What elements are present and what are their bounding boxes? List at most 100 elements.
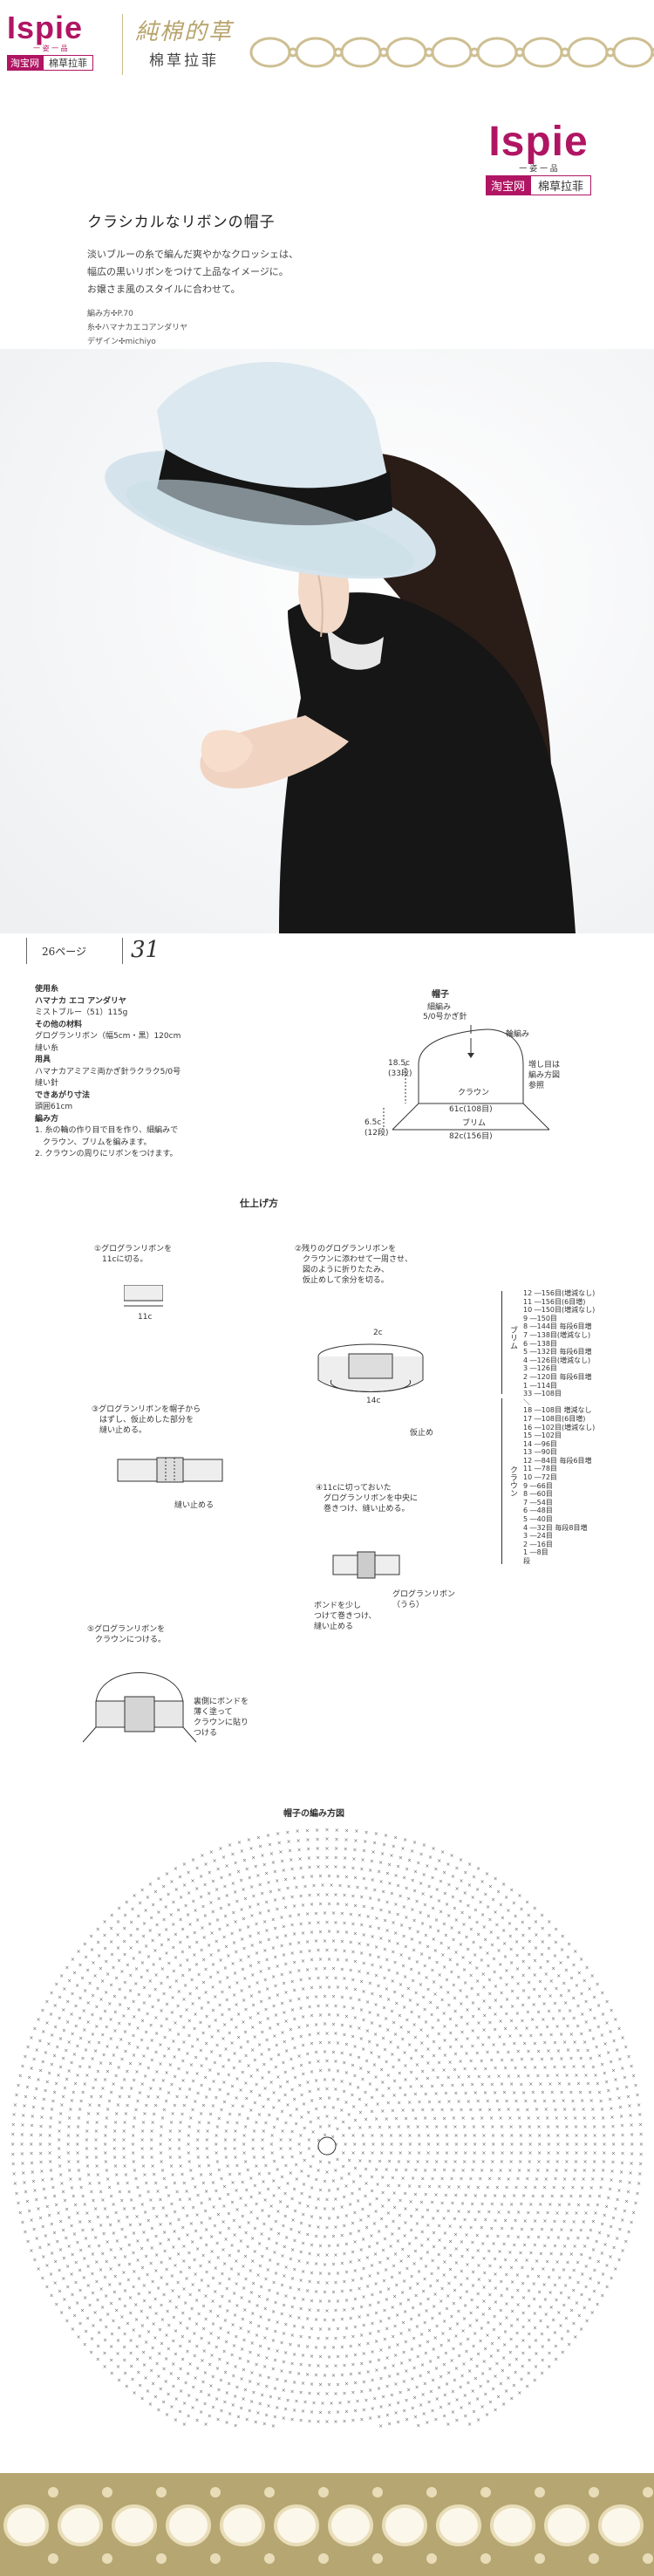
stitch-mark: ×: [260, 2208, 264, 2214]
stitch-mark: ×: [121, 2137, 126, 2143]
stitch-mark: ×: [255, 1951, 259, 1957]
stitch-mark: ×: [590, 2310, 595, 2316]
stitch-mark: ×: [423, 2381, 427, 2388]
stitch-mark: ×: [494, 1876, 498, 1882]
lace-ornament: [651, 47, 654, 58]
stitch-mark: ×: [438, 2046, 442, 2052]
stitch-mark: ×: [557, 2202, 562, 2208]
stitch-mark: ×: [85, 2120, 90, 2126]
stitch-mark: ×: [515, 2011, 520, 2017]
stitch-mark: ×: [399, 1855, 403, 1862]
stitch-mark: ×: [431, 2258, 435, 2265]
stitch-mark: ×: [190, 2108, 194, 2114]
stitch-mark: ×: [116, 2351, 120, 2357]
stitch-mark: ×: [220, 2012, 224, 2019]
stitch-mark: ×: [228, 2111, 232, 2117]
stitch-mark: ×: [370, 1991, 374, 1997]
stitch-mark: ×: [247, 2329, 251, 2335]
stitch-mark: ×: [359, 1923, 364, 1929]
stitch-mark: ×: [588, 2256, 592, 2262]
stitch-mark: ×: [85, 2146, 89, 2152]
stitch-mark: ×: [392, 2190, 397, 2197]
stitch-mark: ×: [500, 2159, 504, 2165]
stitch-mark: ×: [216, 2387, 221, 2393]
stitch-mark: ×: [515, 1966, 520, 1972]
stitch-mark: ×: [635, 2190, 639, 2197]
stitch-mark: ×: [276, 2116, 280, 2122]
stitch-mark: ×: [510, 1989, 514, 1995]
stitch-mark: ×: [207, 1890, 211, 1896]
stitch-mark: ×: [547, 1946, 551, 1952]
stitch-mark: ×: [405, 2417, 409, 2423]
stitch-mark: ×: [305, 1911, 310, 1917]
stitch-mark: ×: [116, 1932, 120, 1938]
stitch-mark: ×: [114, 2307, 119, 2313]
stitch-mark: ×: [476, 2417, 480, 2423]
stitch-mark: ×: [435, 2324, 439, 2330]
stitch-mark: ×: [612, 2245, 617, 2251]
brand-word: Ispie: [7, 12, 93, 44]
stitch-mark: ×: [460, 2239, 464, 2245]
row-count-line: 17 ―108目(6目増): [523, 1415, 595, 1424]
stitch-mark: ×: [470, 2043, 474, 2049]
stitch-mark: ×: [160, 2115, 165, 2122]
stitch-mark: ×: [283, 2069, 288, 2075]
stitch-mark: ×: [147, 2290, 152, 2296]
stitch-mark: ×: [378, 2289, 383, 2295]
stitch-mark: ×: [62, 2297, 66, 2303]
stitch-mark: ×: [327, 2123, 331, 2129]
stitch-mark: ×: [439, 1910, 443, 1916]
stitch-mark: ×: [537, 2133, 542, 2139]
stitch-mark: ×: [382, 2279, 386, 2285]
stitch-mark: ×: [385, 1871, 390, 1877]
stitch-mark: ×: [283, 2245, 287, 2251]
stitch-mark: ×: [200, 2063, 204, 2069]
stitch-mark: ×: [159, 1980, 163, 1986]
stitch-mark: ×: [571, 2321, 576, 2327]
stitch-mark: ×: [194, 1985, 199, 1992]
stitch-mark: ×: [174, 1955, 178, 1961]
stitch-mark: ×: [618, 2179, 623, 2185]
lace-ornament: [372, 2553, 383, 2564]
stitch-mark: ×: [289, 2113, 293, 2119]
stitch-mark: ×: [366, 2214, 371, 2220]
stitch-mark: ×: [150, 2057, 154, 2063]
stitch-mark: ×: [426, 2207, 430, 2213]
stitch-mark: ×: [218, 2053, 222, 2060]
stitch-mark: ×: [466, 2336, 470, 2342]
stitch-mark: ×: [197, 2163, 201, 2169]
stitch-mark: ×: [84, 2047, 88, 2053]
stitch-mark: ×: [200, 2278, 204, 2284]
stitch-mark: ×: [288, 1848, 292, 1855]
stitch-mark: ×: [93, 2137, 98, 2143]
stitch-mark: ×: [267, 2288, 271, 2294]
stitch-mark: ×: [364, 1886, 368, 1892]
stitch-mark: ×: [283, 2407, 288, 2413]
stitch-mark: ×: [132, 2269, 136, 2275]
stitch-mark: ×: [197, 2120, 201, 2126]
stitch-mark: ×: [506, 2375, 510, 2381]
stitch-mark: ×: [201, 2253, 206, 2259]
stitch-mark: ×: [178, 2086, 182, 2092]
stitch-mark: ×: [242, 2307, 247, 2313]
stitch-mark: ×: [539, 2033, 543, 2039]
stitch-mark: ×: [365, 1943, 370, 1949]
stitch-mark: ×: [146, 2190, 151, 2196]
stitch-mark: ×: [380, 2204, 385, 2210]
stitch-mark: ×: [390, 2392, 394, 2398]
stitch-mark: ×: [299, 2418, 303, 2424]
stitch-mark: ×: [486, 2320, 490, 2326]
stitch-mark: ×: [67, 1978, 72, 1985]
stitch-mark: ×: [548, 2290, 553, 2296]
stitch-mark: ×: [199, 2172, 203, 2178]
stitch-mark: ×: [610, 2160, 615, 2166]
stitch-mark: ×: [609, 2059, 613, 2065]
stitch-mark: ×: [251, 1893, 255, 1899]
stitch-mark: ×: [148, 2402, 153, 2408]
stitch-mark: ×: [333, 1976, 337, 1982]
stitch-mark: ×: [275, 2377, 279, 2383]
stitch-mark: ×: [20, 2220, 24, 2226]
stitch-mark: ×: [385, 2256, 390, 2262]
stitch-mark: ×: [204, 2041, 208, 2047]
stitch-mark: ×: [601, 2012, 605, 2018]
